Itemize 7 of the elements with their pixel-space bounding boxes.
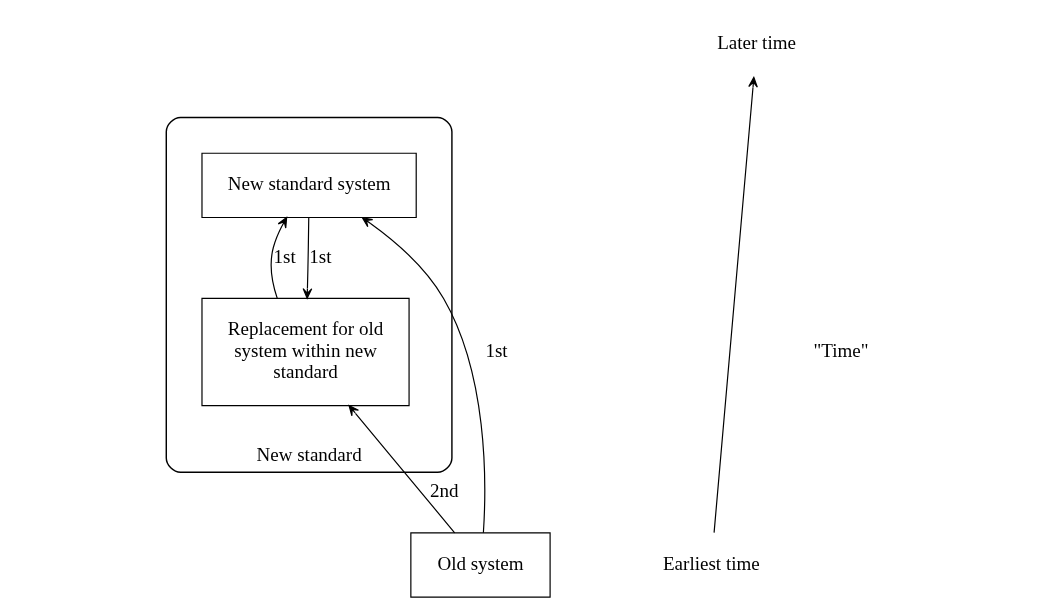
edge-label: 1st [309, 245, 332, 267]
label: "Time" [813, 339, 869, 361]
edge-label: 2nd [429, 479, 459, 501]
edge-label: 1st [273, 245, 296, 267]
label: Later time [717, 32, 796, 54]
label: Earliest time [663, 552, 760, 574]
edge-label: 1st [485, 339, 508, 361]
